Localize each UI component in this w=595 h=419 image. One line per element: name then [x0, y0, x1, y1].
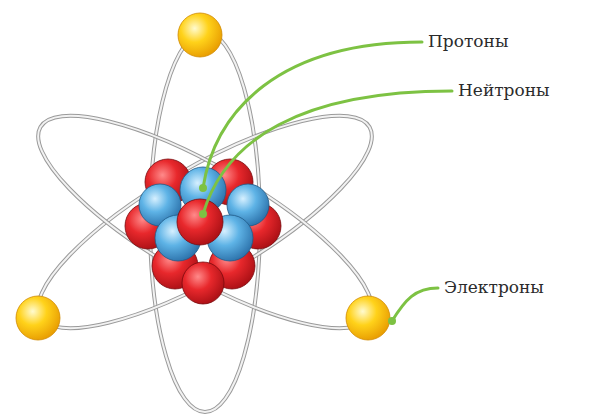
proton — [182, 262, 224, 304]
part-label: Нейтроны — [458, 80, 550, 100]
electron — [178, 13, 222, 57]
leader-lines — [199, 42, 452, 325]
electrons — [16, 13, 390, 340]
proton — [177, 199, 223, 245]
electron — [16, 296, 60, 340]
leader-dot — [199, 210, 207, 218]
electron — [346, 296, 390, 340]
orbit — [13, 79, 397, 364]
orbits — [13, 32, 397, 412]
orbit — [13, 79, 397, 364]
orbit — [150, 32, 260, 412]
leader-line — [203, 42, 422, 188]
leader-line — [203, 91, 452, 214]
part-label: Электроны — [444, 277, 544, 297]
orbit — [150, 32, 260, 412]
orbit — [13, 79, 397, 364]
leader-dot — [199, 184, 207, 192]
part-label: Протоны — [428, 31, 508, 51]
orbit — [13, 79, 397, 364]
leader-dot — [388, 317, 396, 325]
leader-line — [392, 288, 438, 321]
